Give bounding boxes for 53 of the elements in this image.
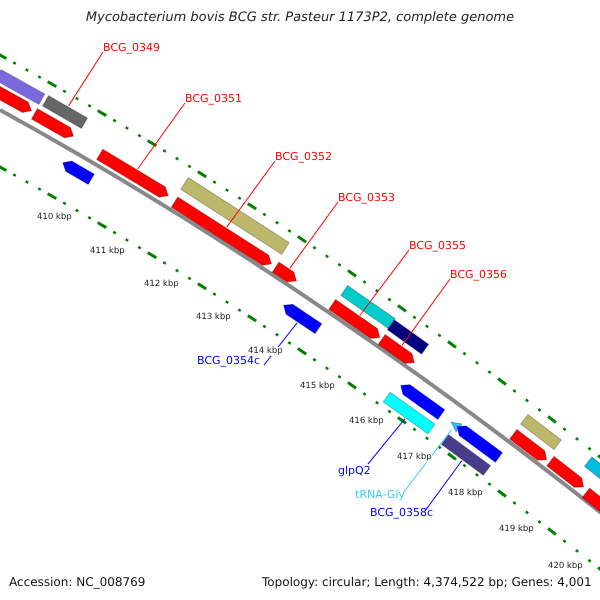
gene-feature	[96, 148, 169, 198]
gene-feature	[340, 284, 396, 330]
gene-name: BCG_0358c	[370, 507, 434, 518]
gene-name: BCG_0351	[185, 93, 242, 104]
gene-feature	[30, 108, 74, 138]
gene-feature	[382, 391, 436, 435]
scale-label: 416 kbp	[349, 417, 384, 426]
gene-feature	[282, 304, 322, 334]
scale-label: 418 kbp	[448, 489, 483, 498]
gene-feature	[62, 160, 95, 186]
footer-text: Accession: NC_008769	[9, 576, 146, 588]
gene-feature	[170, 196, 272, 266]
gene-name: BCG_0354c	[197, 355, 260, 366]
gene-name: BCG_0352	[275, 151, 332, 162]
leader-line	[226, 160, 276, 228]
gene-feature	[42, 94, 88, 130]
scale-label: 412 kbp	[144, 280, 179, 288]
gene-feature	[180, 176, 290, 256]
scale-label: 413 kbp	[196, 313, 231, 322]
leader-line	[289, 202, 338, 269]
scale-label: 411 kbp	[90, 247, 125, 256]
gene-feature	[546, 456, 584, 488]
scale-label: 417 kbp	[397, 453, 432, 462]
footer-text: Topology: circular; Length: 4,374,522 bp; Genes: 4,001	[262, 576, 592, 588]
gene-name: tRNA-Gly	[355, 489, 405, 500]
leader-line	[424, 460, 462, 512]
leader-line	[402, 429, 452, 494]
scale-label: 415 kbp	[300, 382, 335, 390]
gene-name: BCG_0356	[450, 269, 508, 280]
gene-name: BCG_0355	[409, 240, 466, 251]
gene-feature	[272, 261, 298, 283]
leader-line	[359, 250, 410, 316]
gene-feature	[400, 384, 446, 420]
gene-feature	[378, 334, 415, 364]
gene-feature	[386, 319, 430, 355]
scale-label: 414 kbp	[248, 347, 283, 356]
gene-feature	[508, 428, 548, 461]
gene-name: glpQ2	[338, 465, 371, 476]
leader-line	[137, 102, 186, 170]
scale-label: 410 kbp	[37, 213, 72, 222]
leader-line	[402, 278, 450, 346]
gene-feature	[0, 68, 46, 106]
title: Mycobacterium bovis BCG str. Pasteur 1173P2, complete genome	[84, 11, 516, 24]
scale-label: 419 kbp	[499, 525, 534, 534]
gene-feature	[328, 298, 380, 339]
leader-line	[368, 418, 406, 464]
scale-label: 420 kbp	[548, 562, 583, 570]
gene-feature	[456, 425, 504, 463]
gene-feature	[440, 434, 492, 476]
gene-feature	[0, 85, 32, 114]
gene-name: BCG_0353	[338, 192, 396, 203]
gene-feature	[520, 414, 562, 450]
gene-name: BCG_0349	[103, 42, 160, 53]
